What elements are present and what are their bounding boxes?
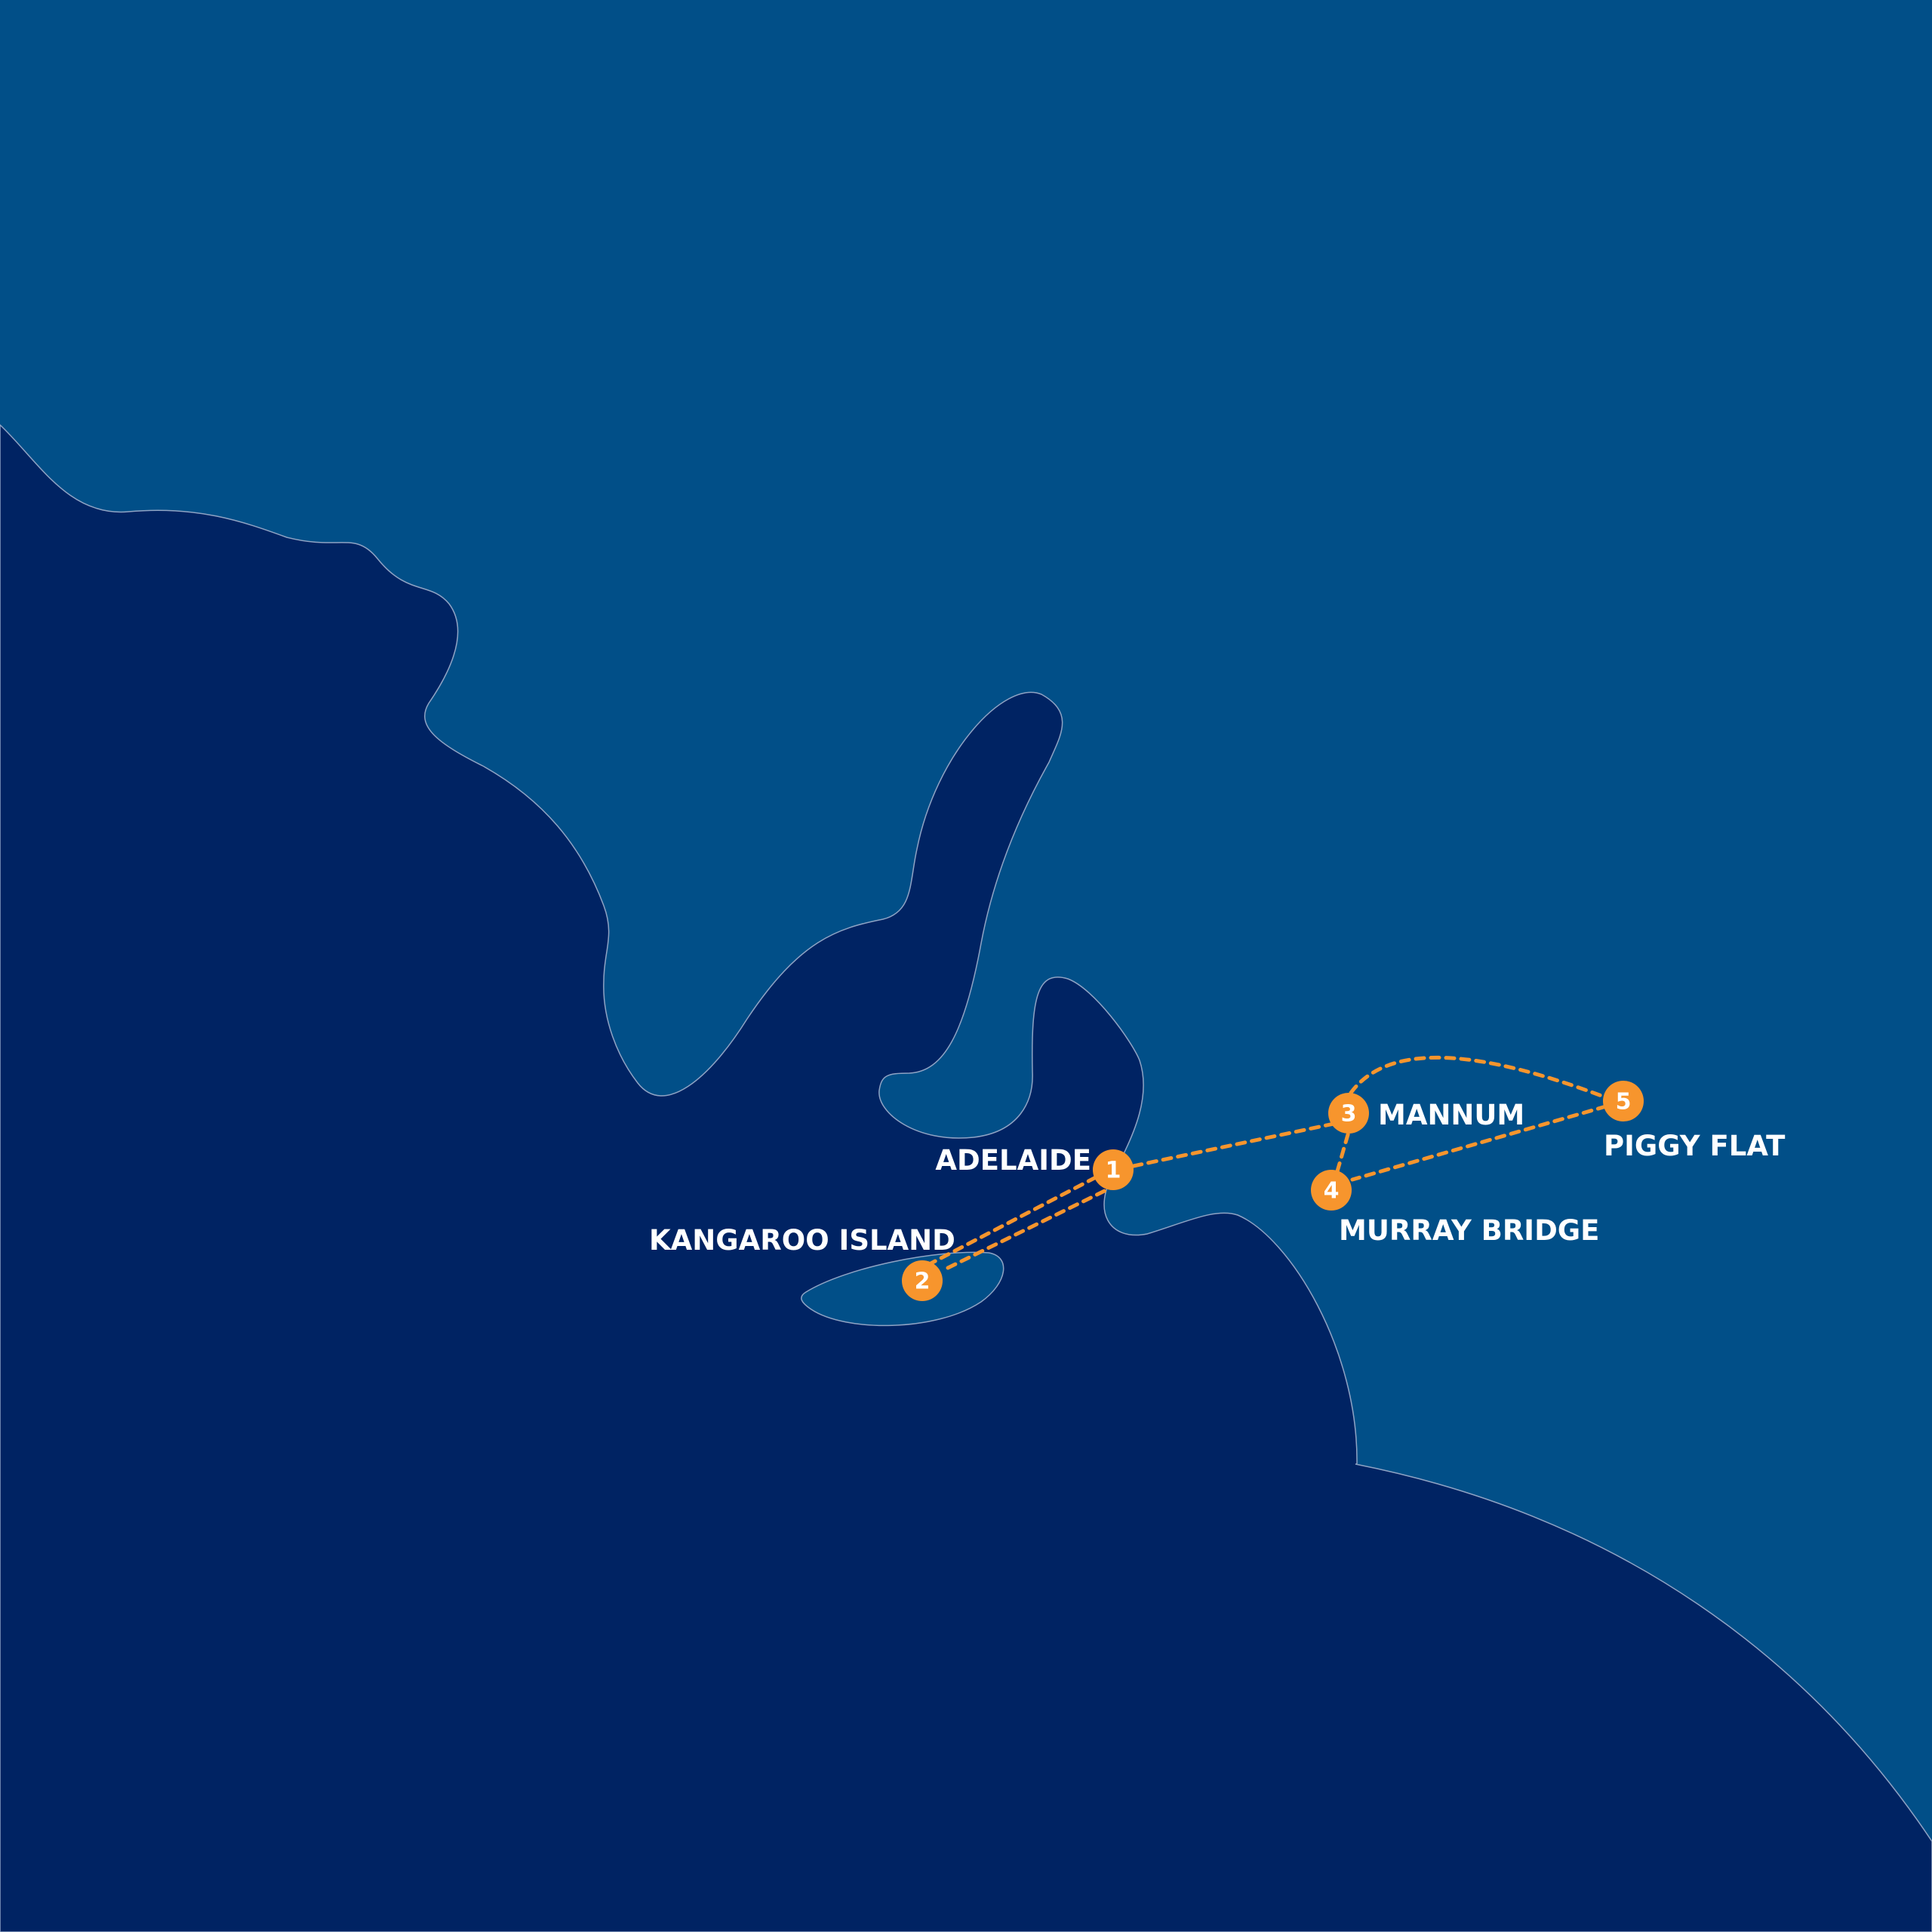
route-layer	[920, 1055, 1610, 1270]
marker-number: 4	[1324, 1178, 1340, 1204]
route-segment-piggy-flat-murray-bridge	[1350, 1104, 1608, 1182]
marker-circle	[902, 1260, 943, 1301]
place-label-mannum: MANNUM	[1378, 1099, 1524, 1131]
stop-marker-adelaide[interactable]: 1	[1093, 1149, 1134, 1190]
stop-marker-murray-bridge[interactable]: 4	[1311, 1170, 1352, 1211]
route-segment-murray-bridge-mannum	[1335, 1130, 1351, 1174]
stop-marker-piggy-flat[interactable]: 5	[1603, 1081, 1644, 1121]
marker-number: 3	[1341, 1101, 1357, 1128]
marker-number: 1	[1106, 1158, 1121, 1184]
place-label-piggy-flat: PIGGY FLAT	[1604, 1130, 1786, 1162]
marker-number: 2	[915, 1269, 931, 1295]
marker-circle	[1311, 1170, 1352, 1211]
stop-marker-kangaroo-island[interactable]: 2	[902, 1260, 943, 1301]
kangaroo-island-landmass	[801, 1251, 1004, 1327]
sea-coastline	[0, 423, 1932, 1932]
route-segment-kangaroo-island-adelaide	[946, 1181, 1122, 1270]
marker-circle	[1603, 1081, 1644, 1121]
marker-circle	[1093, 1149, 1134, 1190]
marker-circle	[1328, 1093, 1369, 1134]
route-segment-mannum-piggy-flat	[1349, 1055, 1610, 1100]
place-label-adelaide: ADELAIDE	[935, 1144, 1091, 1177]
route-segment-adelaide-mannum	[1131, 1121, 1340, 1168]
route-segment-adelaide-kangaroo-island	[920, 1175, 1098, 1270]
place-label-murray-bridge: MURRAY BRIDGE	[1339, 1214, 1599, 1247]
marker-number: 5	[1616, 1089, 1632, 1115]
stop-marker-mannum[interactable]: 3	[1328, 1093, 1369, 1134]
place-label-kangaroo-island: KANGAROO ISLAND	[649, 1224, 955, 1257]
